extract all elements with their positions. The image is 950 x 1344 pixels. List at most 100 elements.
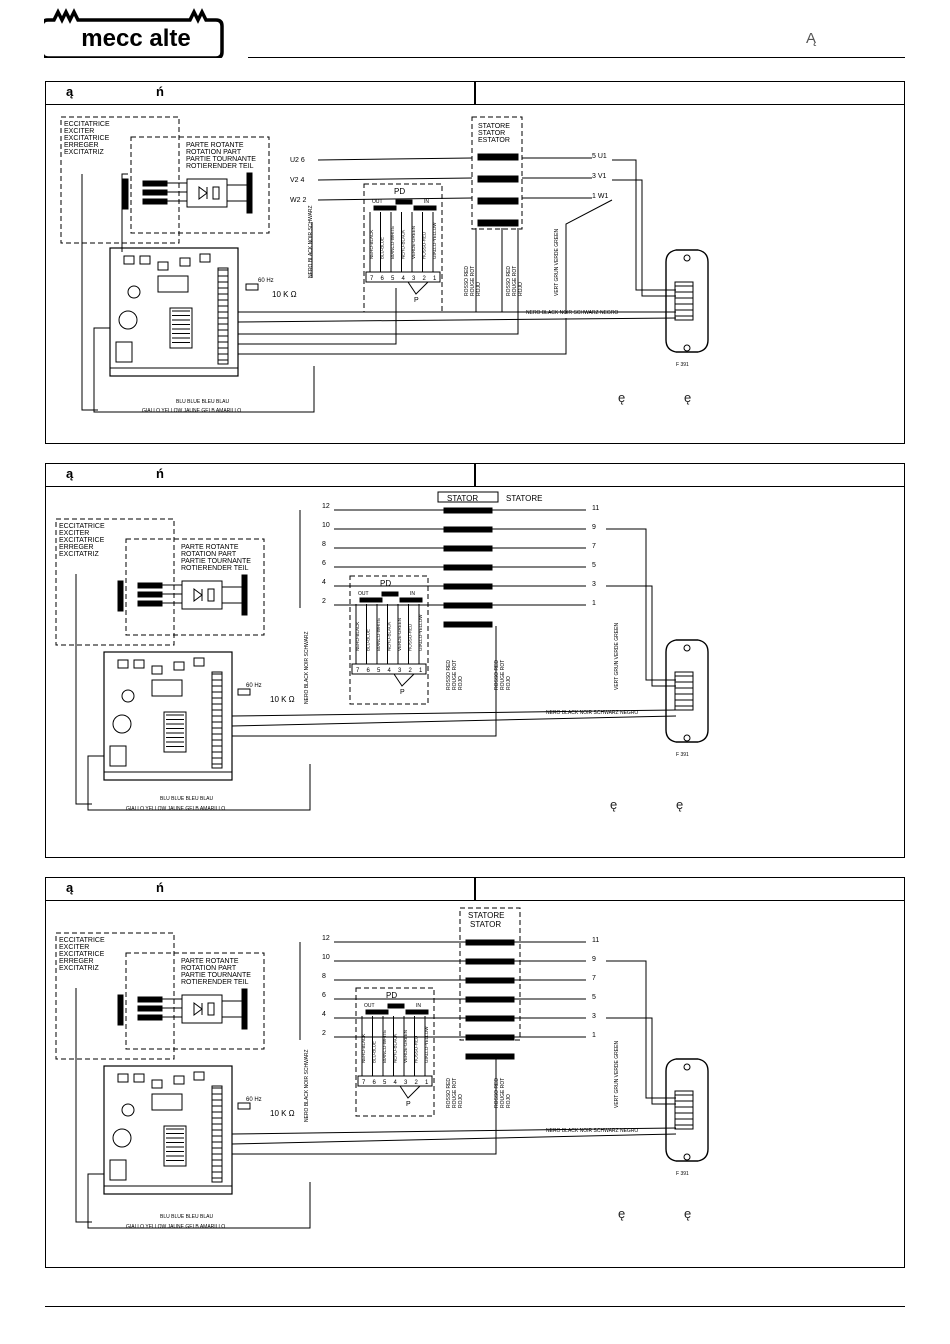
exciter-label: ECCITATRICE [64,121,110,128]
wire [231,709,677,717]
pd-terminal-strip [357,1075,433,1087]
terminal-label: 12 [322,503,330,510]
pd-terminal-number: 4 [388,668,392,674]
terminal-label: 7 [592,543,596,550]
main-rotor-coil [246,172,253,214]
pd-terminal-number: 4 [394,1080,398,1086]
pd-coil [395,199,413,205]
regulator-component [173,1075,185,1085]
trimmer-block [151,679,183,697]
header-divider [474,464,476,486]
panel-title-b: ń [156,84,164,99]
terminal-label: 4 [322,579,326,586]
footer-char-b: ę [684,390,692,405]
wire-label-vertical: VERT GRUN VERDE GREEN [614,623,620,690]
wire [75,988,92,1223]
terminal-label: 1 [592,1032,596,1039]
terminal-label: U2 6 [290,157,305,164]
terminal-label: 6 [322,992,326,999]
wire-label: NERO BLACK NOIR SCHWARZ NEGRO [526,310,618,316]
exciter-rotor-coil [142,180,168,187]
screw-icon [683,734,691,742]
wire-label-vertical: ROSSO RED [446,1078,452,1108]
wire [238,318,567,355]
connector-label: F 391 [676,362,689,368]
exciter-stator-coil [122,178,129,210]
footer-char-b: ę [684,1206,692,1221]
stator-label: STATOR [447,494,478,503]
wire-label: BLU BLUE BLEU BLAU [176,399,229,405]
pd-p-label: P [414,297,419,304]
screw-icon [683,644,691,652]
stator-label: STATORE [506,494,542,503]
wire [93,327,315,413]
pd-out-label: OUT [372,199,383,205]
pd-in-label: IN [424,199,429,205]
wire-label-vertical: ROUGE ROT [512,266,518,296]
pd-coil [399,597,423,603]
pd-coil [365,1009,389,1015]
diode-icon [193,1002,203,1016]
wiring-diagram-2: ECCITATRICEEXCITEREXCITATRICEERREGEREXCI… [55,491,709,812]
regulator-component [151,665,163,675]
exciter-label: EXCITATRIZ [59,551,100,558]
pd-wire-label: BLU-BLUE [372,1041,377,1063]
pd-coil [381,591,399,597]
wire-label-vertical: ROJO [458,676,464,690]
exciter-label: ECCITATRICE [59,937,105,944]
regulator-component [117,1073,129,1083]
panel-title-a: ą [66,466,74,481]
regulator-component [123,255,135,265]
exciter-rotor-coil [137,1014,163,1021]
wire [565,199,613,314]
wire [606,585,676,687]
wire [237,317,677,323]
terminal-label: 8 [322,541,326,548]
footer-char-a: ę [618,390,626,405]
stator-box [437,491,499,503]
rectifier-bridge [181,580,223,610]
pd-wire-label: BLU-BLUE [366,629,371,651]
diode-icon [198,186,208,200]
pd-terminal-number: 3 [398,668,402,674]
wire [317,157,473,161]
panel-title-a: ą [66,880,74,895]
exciter-label: EXCITATRIZ [64,149,105,156]
connector-housing [665,249,709,353]
wire-label-vertical: VERT GRUN VERDE GREEN [554,229,560,296]
terminal-label: 10 [322,522,330,529]
wire-label: GIALLO YELLOW JAUNE GELB AMARILLO [126,1224,225,1230]
pd-wire-label: VERDE-GREEN [397,618,402,651]
terminal-label: 9 [592,956,596,963]
exciter-label: EXCITATRICE [64,135,110,142]
regulator-component [117,659,129,669]
footer-char-b: ę [676,797,684,812]
pd-coil [373,205,397,211]
pd-wire-label: NERO-BLACK [369,230,374,259]
transformer [109,745,127,767]
terminal-label: 3 [592,581,596,588]
connector-label: F 391 [676,752,689,758]
regulator-component [139,255,151,265]
terminal-label: 5 U1 [592,153,607,160]
footer-char-a: ę [610,797,618,812]
rotor-box [125,538,265,636]
rotor-label: PARTE ROTANTE [186,142,244,149]
wire-label-vertical: ROJO [476,282,482,296]
wire [87,1173,311,1229]
footer-char-a: ę [618,1206,626,1221]
wire-label-vertical: ROJO [518,282,524,296]
stator-coil [443,602,493,609]
screw-icon [683,1153,691,1161]
pd-coil [387,1003,405,1009]
pd-label: PD [394,187,405,196]
transformer [109,1159,127,1181]
pd-jumper [393,673,415,687]
rotor-label: ROTIERENDER TEIL [181,979,249,986]
pd-wire-label: BLU-BLUE [380,237,385,259]
heatsink [169,307,193,349]
panel-header: ą ń [46,82,904,105]
regulator-component [193,657,205,667]
stator-coil [465,1015,515,1022]
rotor-box [130,136,270,234]
